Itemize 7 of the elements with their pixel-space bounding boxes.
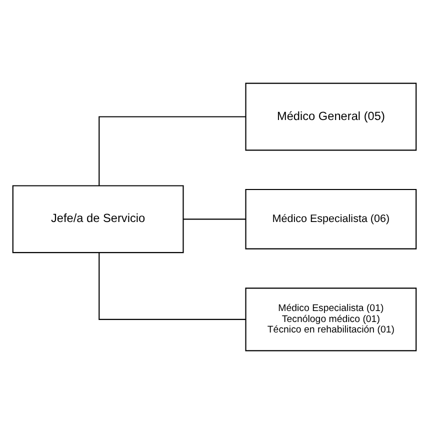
node-box: Médico Especialista (01) Tecnólogo médico (01) Técnico en rehabilitación (01) (245, 287, 417, 351)
node-box: Médico General (05) (245, 82, 417, 150)
node-box: Médico Especialista (06) (245, 188, 417, 249)
connector (98, 116, 246, 186)
connector (98, 252, 246, 320)
connector (183, 218, 246, 220)
node-box: Jefe/a de Servicio (12, 184, 184, 253)
